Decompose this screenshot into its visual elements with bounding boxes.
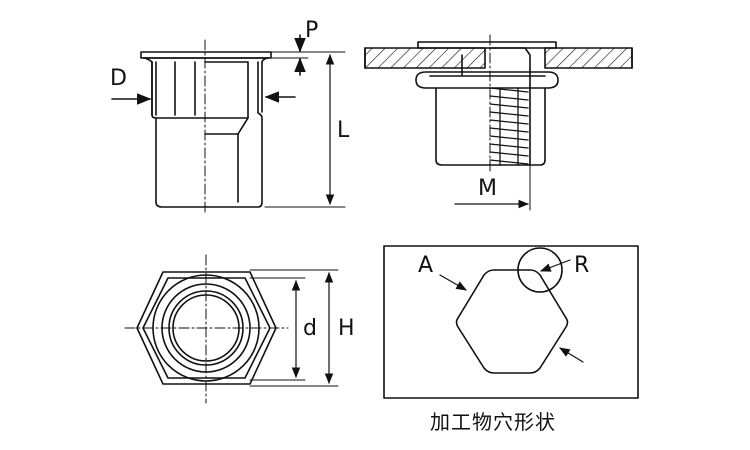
label-m: M xyxy=(478,176,497,201)
radius-circle xyxy=(517,247,563,293)
flange-top xyxy=(140,51,272,59)
dim-a-arrow xyxy=(439,274,467,291)
bulge-ring xyxy=(415,71,559,89)
label-h: H xyxy=(338,316,355,341)
label-l: L xyxy=(337,118,350,143)
thread-lines xyxy=(489,87,529,166)
label-r: R xyxy=(574,253,590,278)
label-d-flange: D xyxy=(110,66,127,91)
side-arrow xyxy=(559,347,584,363)
installed-view xyxy=(364,34,633,211)
hole-shape-frame xyxy=(383,245,639,399)
dim-r-arrow xyxy=(539,259,571,272)
hex-outer xyxy=(136,271,277,385)
top-view xyxy=(124,254,339,404)
plate-right xyxy=(544,47,633,69)
hole-shape-caption: 加工物穴形状 xyxy=(430,410,556,434)
side-view xyxy=(111,34,346,216)
hole-shape-panel xyxy=(383,245,639,399)
label-d-small: d xyxy=(303,316,317,341)
label-a: A xyxy=(418,253,434,278)
plate-left xyxy=(364,47,486,69)
hole-hexagon xyxy=(455,269,569,374)
label-p: P xyxy=(305,18,319,43)
body-outline xyxy=(151,61,263,208)
